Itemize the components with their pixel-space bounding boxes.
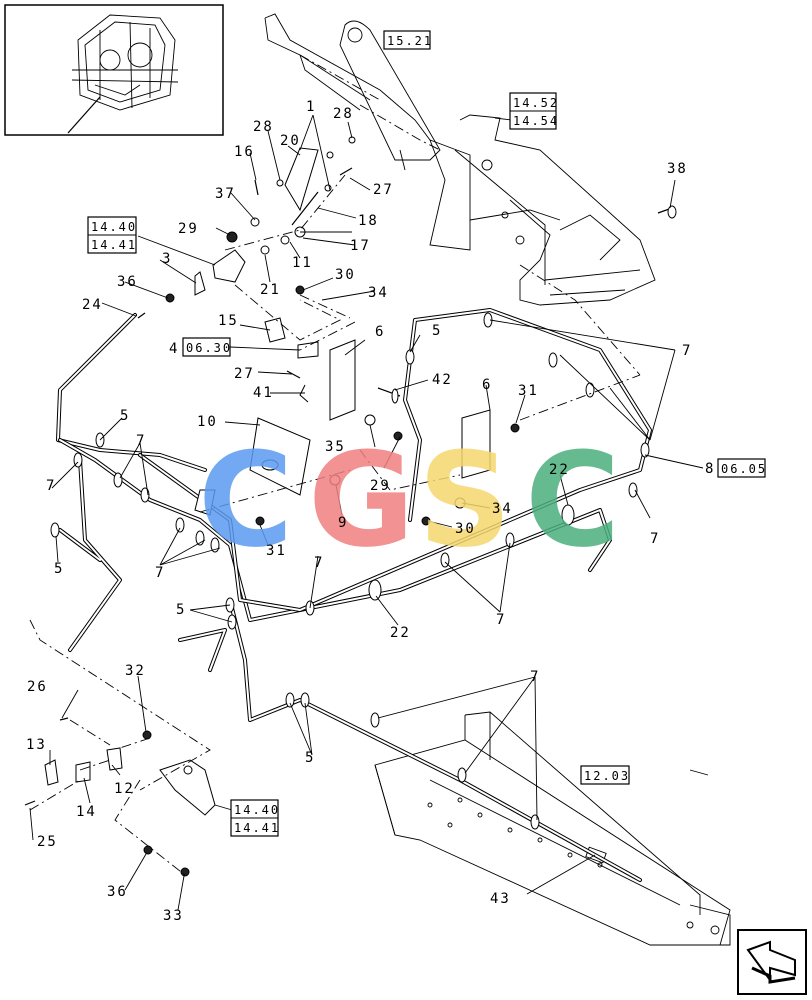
- callout-36-top: 36: [117, 274, 138, 290]
- callout-13: 13: [26, 737, 47, 753]
- callout-24: 24: [82, 297, 103, 313]
- ref-14-40-top: 14.40: [91, 220, 137, 234]
- ref-06-05: 06.05: [721, 462, 767, 476]
- callout-5-top-right: 5: [432, 323, 442, 339]
- callout-6-left: 6: [375, 324, 385, 340]
- callout-25: 25: [37, 834, 58, 850]
- callout-31-left: 31: [266, 543, 287, 559]
- watermark-letter-g: G: [308, 424, 415, 576]
- callout-28-left: 28: [253, 119, 274, 135]
- callout-20: 20: [280, 133, 301, 149]
- callout-32: 32: [125, 663, 146, 679]
- callout-27-top: 27: [373, 182, 394, 198]
- callout-29-mid: 29: [370, 478, 391, 494]
- leader-lines: [29, 39, 709, 911]
- ref-14-54: 14.54: [513, 114, 559, 128]
- callout-labels: 1 28 28 20 16 27 37 18 29 17 3 11 30 36 …: [26, 99, 715, 924]
- callout-38: 38: [667, 161, 688, 177]
- callout-18: 18: [358, 213, 379, 229]
- callout-5-bottom: 5: [305, 750, 315, 766]
- watermark-letter-c1: C: [198, 424, 293, 576]
- callout-22-right: 22: [549, 462, 570, 478]
- callout-3: 3: [162, 251, 172, 267]
- callout-34-top: 34: [368, 285, 389, 301]
- ref-15-21: 15.21: [387, 34, 433, 48]
- callout-14: 14: [76, 804, 97, 820]
- callout-7-mid-right: 7: [496, 612, 506, 628]
- callout-16: 16: [234, 144, 255, 160]
- ref-14-41-top: 14.41: [91, 238, 137, 252]
- callout-21: 21: [260, 282, 281, 298]
- callout-22-mid: 22: [390, 625, 411, 641]
- callout-6-right: 6: [482, 377, 492, 393]
- callout-30-mid: 30: [455, 521, 476, 537]
- assembly-guides: [29, 54, 641, 876]
- main-frame: [264, 13, 656, 306]
- callout-5-left: 5: [120, 408, 130, 424]
- callout-7-right: 7: [682, 343, 692, 359]
- callout-5-mid-left: 5: [176, 602, 186, 618]
- callout-35: 35: [325, 439, 346, 455]
- callout-9: 9: [338, 515, 348, 531]
- callout-31-right: 31: [518, 383, 539, 399]
- callout-17: 17: [350, 238, 371, 254]
- callout-7-left-top: 7: [136, 433, 146, 449]
- callout-5-far-left: 5: [54, 561, 64, 577]
- callout-12: 12: [114, 781, 135, 797]
- callout-10: 10: [197, 414, 218, 430]
- reference-boxes: 15.21 14.52 14.54 14.40 14.41 06.30 06.0…: [87, 30, 767, 837]
- callout-37: 37: [215, 186, 236, 202]
- drawbar: [374, 711, 731, 946]
- callout-7-mid: 7: [314, 555, 324, 571]
- watermark: C G S C: [198, 424, 620, 576]
- ref-14-52: 14.52: [513, 96, 559, 110]
- next-page-arrow-icon[interactable]: [737, 929, 807, 995]
- callout-7-right-bottom: 7: [650, 531, 660, 547]
- callout-27-mid: 27: [234, 366, 255, 382]
- callout-4: 4: [169, 341, 179, 357]
- callout-41: 41: [253, 385, 274, 401]
- callout-7-far-left: 7: [46, 478, 56, 494]
- callout-7-mid-left: 7: [155, 565, 165, 581]
- callout-29-top: 29: [178, 221, 199, 237]
- callout-43: 43: [490, 891, 511, 907]
- callout-28-right: 28: [333, 106, 354, 122]
- callout-1: 1: [306, 99, 316, 115]
- ref-14-41-bottom: 14.41: [234, 821, 280, 835]
- line-clamps: [50, 312, 650, 830]
- callout-7-bottom: 7: [530, 669, 540, 685]
- callout-34-mid: 34: [492, 501, 513, 517]
- callout-33: 33: [163, 908, 184, 924]
- ref-14-40-bottom: 14.40: [234, 803, 280, 817]
- callout-30-top: 30: [335, 267, 356, 283]
- callout-26: 26: [27, 679, 48, 695]
- callout-15: 15: [218, 313, 239, 329]
- watermark-letter-s: S: [418, 424, 512, 576]
- ref-06-30: 06.30: [186, 341, 232, 355]
- callout-42: 42: [432, 372, 453, 388]
- callout-11: 11: [292, 255, 313, 271]
- inset-overview: [4, 4, 224, 136]
- callout-8: 8: [705, 461, 715, 477]
- ref-12-03: 12.03: [584, 769, 630, 783]
- watermark-letter-c2: C: [525, 424, 620, 576]
- callout-36-bottom: 36: [107, 884, 128, 900]
